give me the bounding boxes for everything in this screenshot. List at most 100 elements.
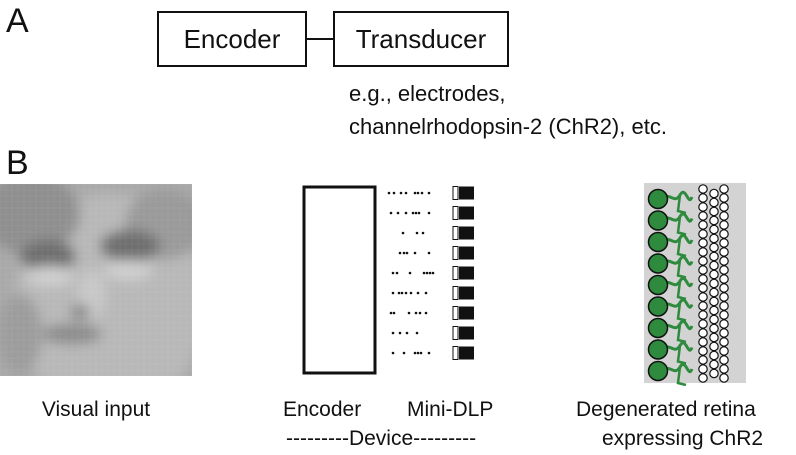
retinal-cell bbox=[719, 283, 729, 293]
spike-dot bbox=[400, 291, 404, 295]
spike-dot bbox=[391, 291, 395, 295]
panel-b-label: B bbox=[6, 144, 29, 182]
retinal-cell bbox=[719, 184, 729, 194]
spike-dot bbox=[392, 311, 396, 315]
dlp-unit bbox=[459, 286, 474, 300]
spike-dot bbox=[419, 351, 423, 355]
retinal-cell bbox=[698, 202, 708, 212]
ganglion-cells bbox=[647, 188, 669, 382]
retinal-cell bbox=[719, 310, 729, 320]
spike-dot bbox=[389, 311, 393, 315]
examples-line-2: channelrhodopsin-2 (ChR2), etc. bbox=[349, 114, 667, 139]
retinal-cell bbox=[719, 373, 729, 383]
visual-input-caption: Visual input bbox=[41, 398, 151, 421]
examples-line-1: e.g., electrodes, bbox=[349, 81, 506, 106]
retinal-cell bbox=[709, 278, 719, 289]
transducer-box: Transducer bbox=[333, 11, 509, 67]
mini-dlp-array bbox=[452, 186, 474, 360]
retinal-cell bbox=[698, 193, 708, 203]
spike-dot bbox=[415, 231, 419, 235]
retinal-cell bbox=[698, 184, 708, 194]
spike-dot bbox=[404, 291, 408, 295]
dlp-mirror bbox=[452, 346, 459, 360]
ganglion-dendrites bbox=[660, 191, 694, 386]
spike-dot bbox=[398, 251, 402, 255]
retinal-cell bbox=[709, 341, 719, 352]
dlp-unit bbox=[459, 246, 474, 260]
dlp-mirror bbox=[452, 306, 459, 320]
spike-dot bbox=[416, 291, 420, 295]
retinal-cell bbox=[698, 292, 708, 302]
retinal-cell bbox=[709, 332, 719, 343]
retinal-cell bbox=[698, 211, 708, 221]
retinal-cell bbox=[709, 323, 719, 334]
retinal-cell bbox=[719, 274, 729, 284]
retinal-cell bbox=[709, 188, 719, 199]
dendrite-branch bbox=[676, 366, 687, 386]
retinal-cell bbox=[698, 256, 708, 266]
retinal-cell bbox=[698, 220, 708, 230]
ganglion-cell bbox=[647, 360, 669, 382]
dlp-unit bbox=[459, 206, 474, 220]
retinal-cell bbox=[719, 238, 729, 248]
spike-dot bbox=[408, 271, 412, 275]
retinal-cell bbox=[698, 229, 708, 239]
spike-dot bbox=[391, 271, 395, 275]
minidlp-caption: Mini-DLP bbox=[407, 398, 494, 421]
encoder-box: Encoder bbox=[157, 11, 307, 67]
retinal-cell bbox=[698, 247, 708, 257]
dlp-unit bbox=[459, 226, 474, 240]
dlp-mirror bbox=[452, 246, 459, 260]
retinal-cell bbox=[719, 256, 729, 266]
spike-dot bbox=[416, 191, 420, 195]
dlp-mirror bbox=[452, 226, 459, 240]
spike-dot bbox=[421, 231, 425, 235]
retinal-cell bbox=[719, 346, 729, 356]
retina-caption-line-1: Degenerated retina bbox=[576, 398, 756, 421]
retina-caption-line-2: expressing ChR2 bbox=[602, 427, 764, 450]
spike-dot bbox=[405, 331, 409, 335]
retinal-cell bbox=[709, 197, 719, 208]
dlp-mirror bbox=[452, 286, 459, 300]
spike-dot bbox=[413, 351, 417, 355]
dlp-unit bbox=[459, 186, 474, 200]
dlp-mirror bbox=[452, 266, 459, 280]
retinal-cell bbox=[709, 224, 719, 235]
spike-dot bbox=[392, 191, 396, 195]
spike-dot bbox=[415, 331, 419, 335]
spike-dot bbox=[417, 211, 421, 215]
retinal-cell bbox=[698, 364, 708, 374]
dlp-mirror bbox=[452, 186, 459, 200]
spike-dot bbox=[404, 191, 408, 195]
spike-dot bbox=[409, 291, 413, 295]
spike-dot bbox=[427, 351, 431, 355]
retinal-cell-columns bbox=[698, 184, 729, 383]
retinal-cell bbox=[719, 193, 729, 203]
dlp-mirror bbox=[452, 326, 459, 340]
retinal-cell bbox=[698, 274, 708, 284]
retinal-cell bbox=[709, 206, 719, 217]
retinal-cell bbox=[719, 265, 729, 275]
retinal-cell bbox=[698, 373, 708, 383]
spike-dot bbox=[420, 191, 424, 195]
dlp-mirror bbox=[452, 206, 459, 220]
ganglion-cell bbox=[647, 296, 669, 317]
ganglion-cell bbox=[647, 317, 669, 339]
ganglion-cell bbox=[647, 188, 669, 210]
spike-dot bbox=[427, 191, 431, 195]
retinal-cell bbox=[719, 292, 729, 302]
retinal-cell bbox=[709, 314, 719, 325]
ganglion-cell bbox=[647, 231, 669, 253]
retinal-cell bbox=[698, 328, 708, 338]
retinal-cell bbox=[719, 319, 729, 329]
retinal-cell bbox=[698, 355, 708, 365]
spike-dot bbox=[398, 331, 402, 335]
ganglion-cell bbox=[647, 253, 669, 274]
retinal-cell bbox=[709, 269, 719, 280]
ganglion-cell bbox=[647, 274, 669, 296]
retinal-cell bbox=[719, 328, 729, 338]
spike-dot bbox=[413, 191, 417, 195]
retinal-cell bbox=[719, 337, 729, 347]
retinal-cell bbox=[709, 242, 719, 253]
spike-dot bbox=[428, 271, 432, 275]
